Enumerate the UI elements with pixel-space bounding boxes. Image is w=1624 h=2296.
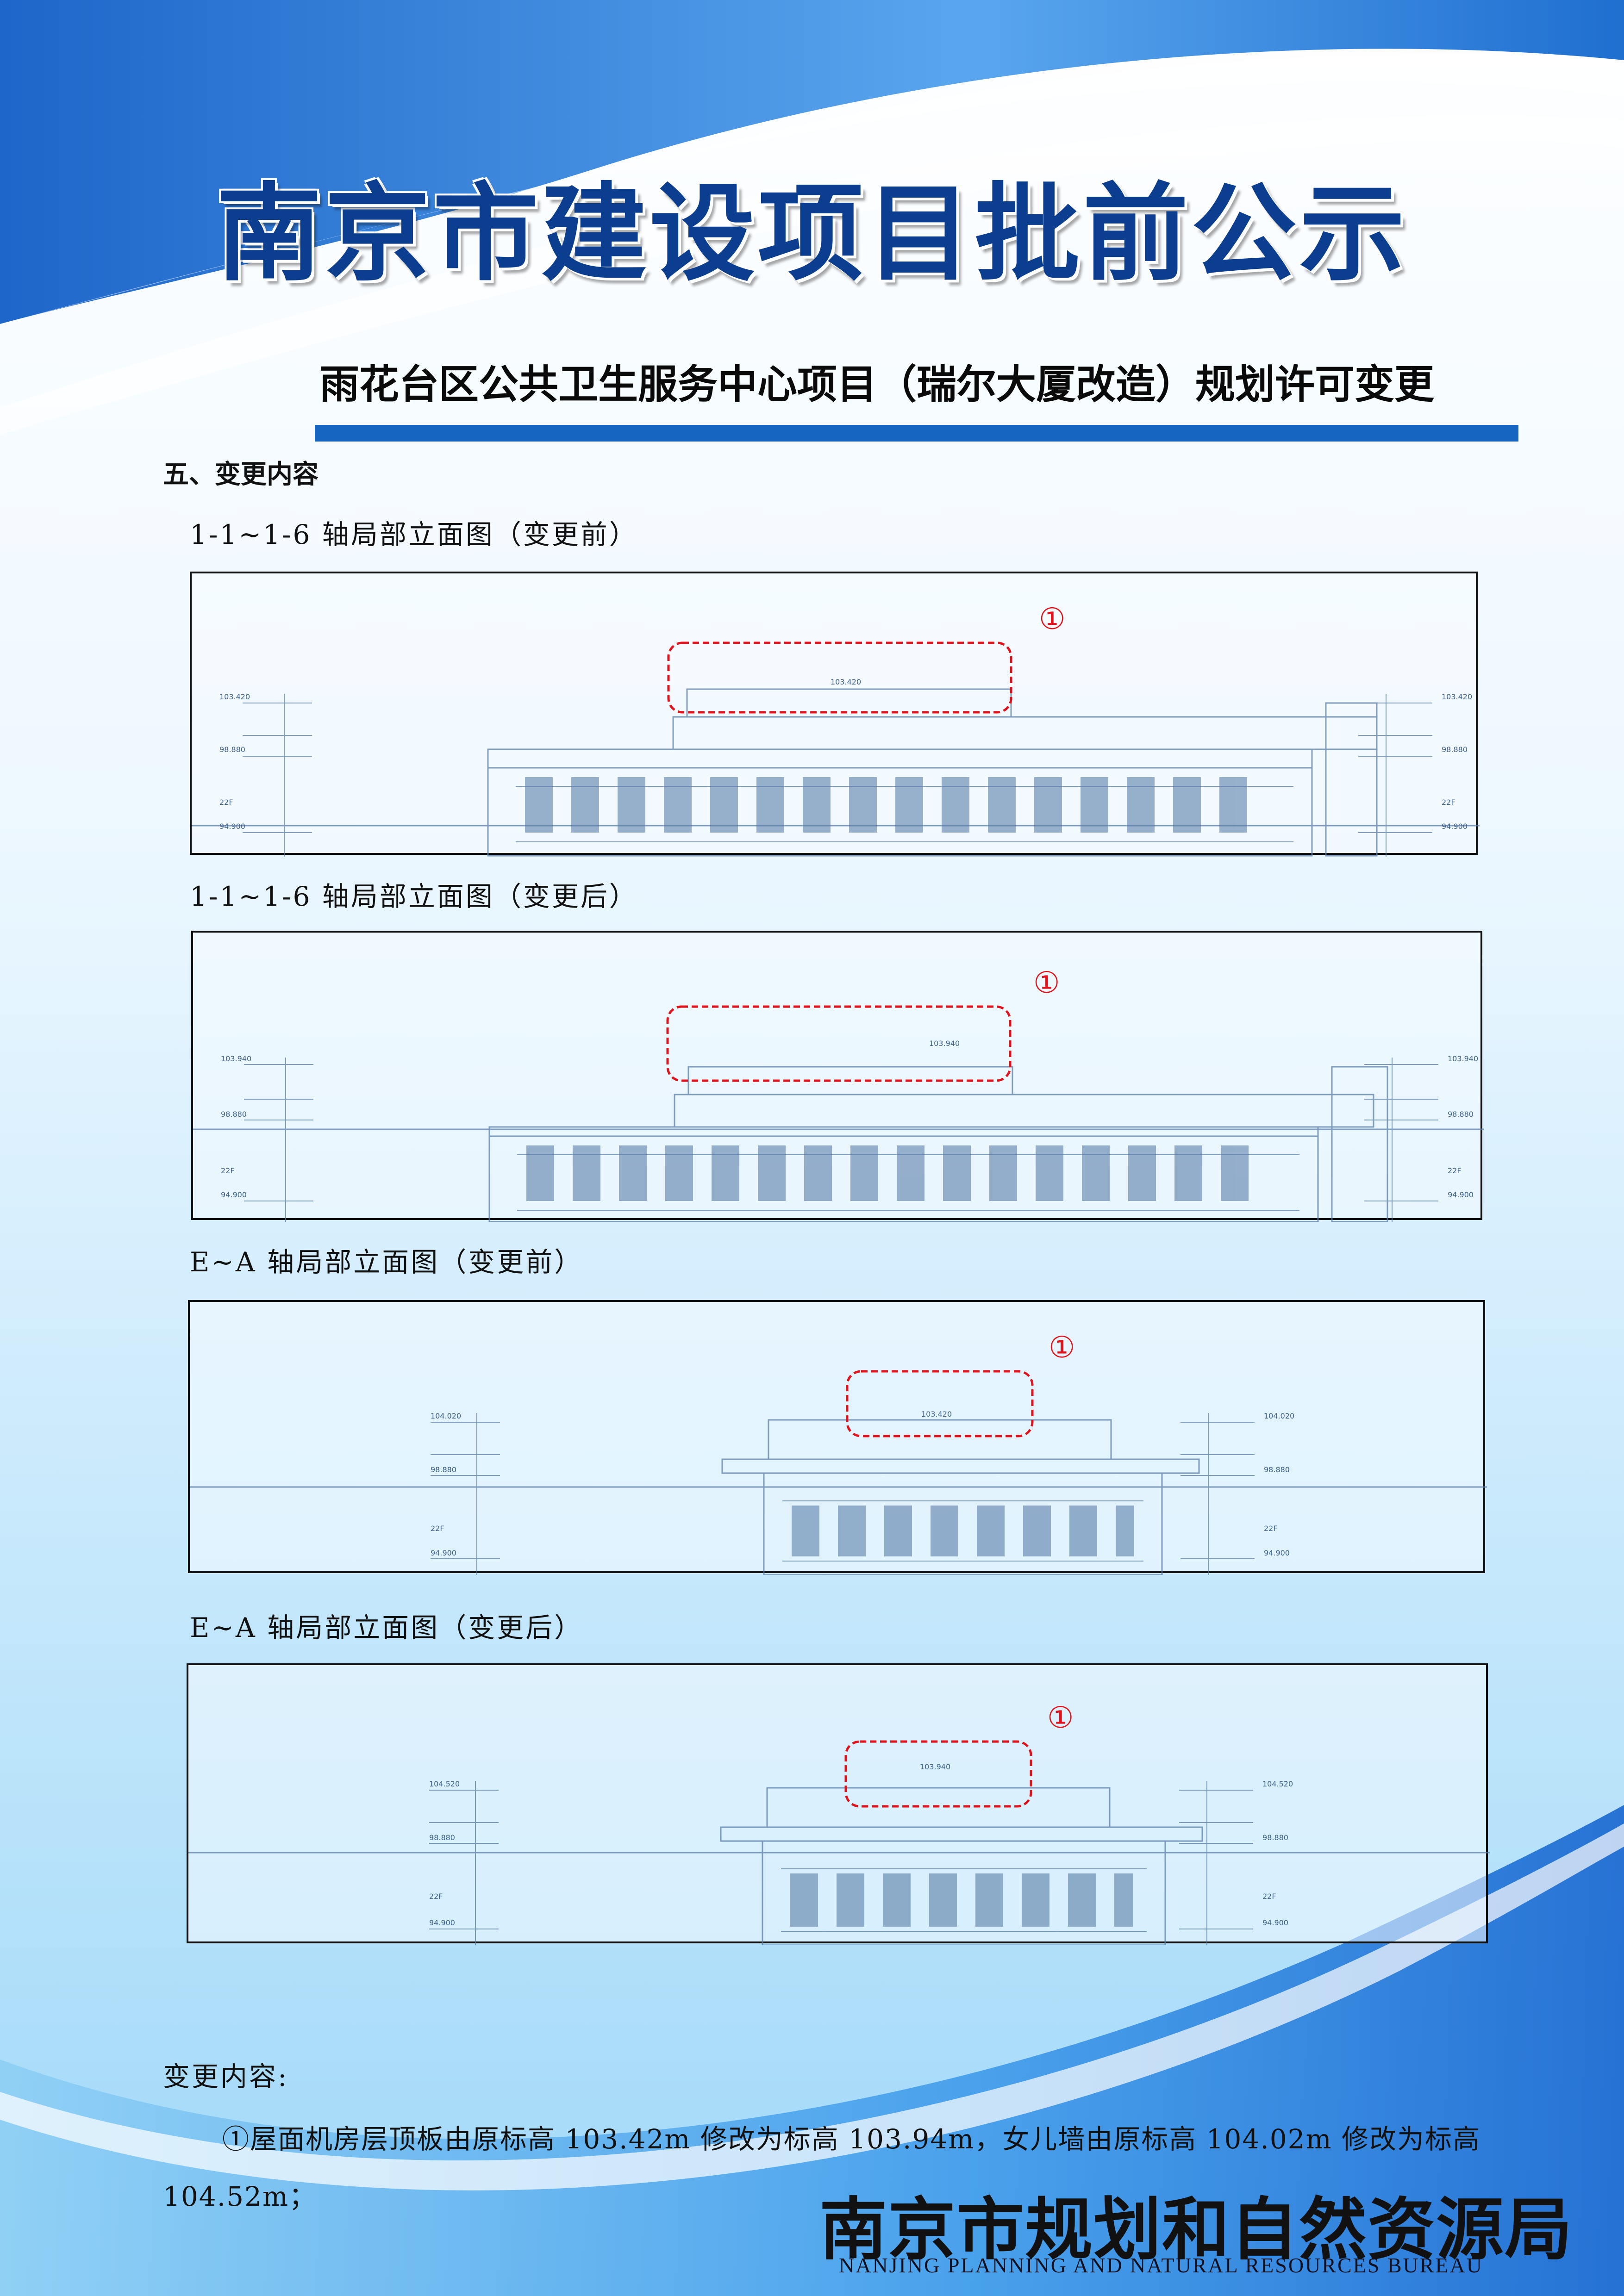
level-label: 103.420: [219, 692, 250, 701]
revision-cloud: [667, 641, 1012, 714]
floor-label: 22F: [1262, 1892, 1276, 1901]
level-label: 98.880: [219, 745, 245, 754]
level-label: 94.900: [221, 1190, 247, 1199]
revision-cloud: [844, 1740, 1032, 1808]
revision-cloud: [846, 1370, 1034, 1437]
drawing-caption-3: E~A 轴局部立面图（变更前）: [190, 1246, 583, 1278]
level-label: 98.880: [1262, 1833, 1288, 1842]
level-label: 98.880: [1264, 1465, 1290, 1474]
level-label: 98.880: [221, 1110, 247, 1119]
level-label: 94.900: [1448, 1190, 1474, 1199]
level-label: 104.520: [1262, 1780, 1293, 1788]
elevation-drawing-2: ① 103.940 103.940 98.880 94.900 22F 103.…: [191, 931, 1484, 1222]
revision-marker-3: ①: [1049, 1331, 1075, 1365]
level-label: 103.940: [1448, 1054, 1478, 1063]
drawing-caption-1: 1-1~1-6 轴局部立面图（变更前）: [190, 519, 638, 550]
revision-marker-1: ①: [1039, 602, 1065, 636]
floor-label: 22F: [1448, 1166, 1462, 1175]
drawing-caption-4: E~A 轴局部立面图（变更后）: [190, 1612, 583, 1643]
level-label: 98.880: [1442, 745, 1468, 754]
elevation-drawing-4: ① 103.940 104.520 98.880 94.900 22F 104.…: [187, 1663, 1490, 1945]
level-tag-4: 103.940: [920, 1762, 950, 1771]
level-label: 98.880: [1448, 1110, 1474, 1119]
revision-marker-2: ①: [1033, 966, 1060, 1000]
level-label: 94.900: [219, 822, 245, 831]
level-label: 94.900: [431, 1549, 456, 1557]
elevation-drawing-1: ① 103.420 103.420 98.880 94.900 22F 103.…: [190, 572, 1480, 857]
level-tag-2: 103.940: [929, 1039, 960, 1048]
level-label: 103.940: [221, 1054, 251, 1063]
title-underline: [315, 425, 1518, 442]
level-label: 94.900: [429, 1918, 455, 1927]
revision-marker-4: ①: [1047, 1701, 1074, 1735]
elevation-svg-4: ① 103.940 104.520 98.880 94.900 22F 104.…: [188, 1701, 1490, 1945]
elevation-svg-1: ① 103.420 103.420 98.880 94.900 22F 103.…: [192, 602, 1480, 857]
floor-label: 22F: [1442, 798, 1455, 807]
section-heading: 五、变更内容: [163, 460, 319, 490]
elevation-svg-3: ① 103.420 104.020 98.880 94.900 22F 104.…: [190, 1331, 1487, 1575]
level-label: 104.520: [429, 1780, 460, 1788]
drawing-caption-2: 1-1~1-6 轴局部立面图（变更后）: [190, 881, 638, 912]
level-label: 94.900: [1262, 1918, 1288, 1927]
floor-label: 22F: [219, 798, 233, 807]
floor-label: 22F: [429, 1892, 443, 1901]
change-description: ①屋面机房层顶板由原标高 103.42m 修改为标高 103.94m，女儿墙由原…: [163, 2123, 1481, 2212]
level-label: 103.420: [1442, 692, 1472, 701]
level-label: 104.020: [1264, 1412, 1294, 1420]
floor-label: 22F: [221, 1166, 235, 1175]
bureau-name-cn: 南京市规划和自然资源局: [819, 2190, 1573, 2269]
revision-cloud: [666, 1005, 1012, 1082]
level-label: 94.900: [1442, 822, 1468, 831]
level-label: 98.880: [431, 1465, 456, 1474]
level-label: 98.880: [429, 1833, 455, 1842]
elevation-svg-2: ① 103.940 103.940 98.880 94.900 22F 103.…: [193, 966, 1484, 1222]
change-label: 变更内容:: [163, 2061, 289, 2092]
level-tag-1: 103.420: [831, 678, 861, 686]
level-tag-3: 103.420: [921, 1410, 952, 1419]
page-title: 南京市建设项目批前公示: [216, 171, 1408, 295]
bureau-name-en: NANJING PLANNING AND NATURAL RESOURCES B…: [839, 2253, 1483, 2277]
level-label: 104.020: [431, 1412, 461, 1420]
level-label: 94.900: [1264, 1549, 1290, 1557]
floor-label: 22F: [1264, 1524, 1278, 1533]
project-subtitle: 雨花台区公共卫生服务中心项目（瑞尔大厦改造）规划许可变更: [319, 361, 1434, 408]
elevation-drawing-3: ① 103.420 104.020 98.880 94.900 22F 104.…: [188, 1300, 1487, 1575]
floor-label: 22F: [431, 1524, 444, 1533]
